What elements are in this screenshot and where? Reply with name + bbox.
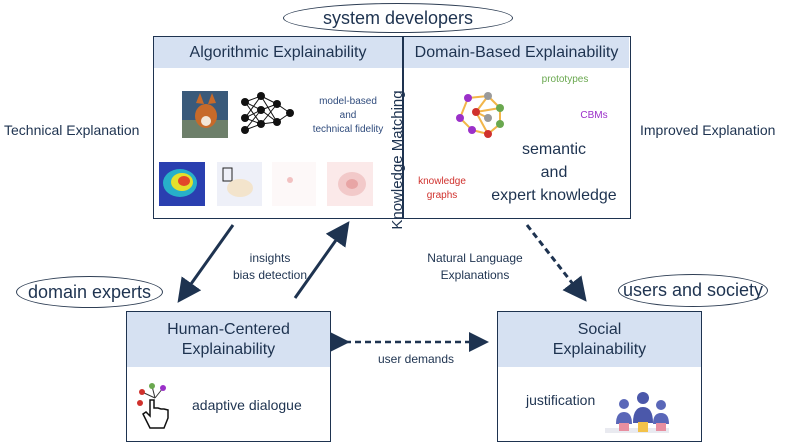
- knowledge-graphs-line2: graphs: [426, 190, 458, 201]
- down-left-arrow: [177, 224, 235, 303]
- attribution-map-icon: [217, 162, 373, 206]
- hand-pointer-icon: [137, 383, 169, 429]
- technical-explanation-label: Technical Explanation: [4, 122, 140, 138]
- explainability-top-box: Algorithmic Explainability Domain-Based …: [153, 36, 631, 230]
- insights-label: insights bias detection: [215, 250, 325, 284]
- social-title-line1: Social: [577, 320, 622, 338]
- human-centered-title-line2: Explainability: [181, 340, 276, 358]
- knowledge-graphs-line1: knowledge: [418, 176, 466, 187]
- improved-explanation-label: Improved Explanation: [640, 122, 776, 138]
- domain-based-explainability-header: Domain-Based Explainability: [404, 37, 629, 68]
- human-centered-title-line1: Human-Centered: [167, 320, 290, 338]
- bias-detection-text: bias detection: [232, 268, 308, 282]
- natural-language-dashed-arrow: [525, 224, 587, 302]
- semantic-line1: semantic: [521, 141, 587, 158]
- user-demands-label: user demands: [377, 352, 455, 366]
- users-and-society-label: users and society: [622, 280, 764, 300]
- insights-text: insights: [249, 251, 291, 265]
- social-header: Social Explainability: [498, 312, 701, 367]
- heatmap-icon: [159, 162, 205, 206]
- model-based-line1: model-based: [319, 96, 377, 107]
- justification-label: justification: [526, 392, 596, 408]
- algorithmic-explainability-title: Algorithmic Explainability: [189, 43, 367, 61]
- domain-based-explainability-title: Domain-Based Explainability: [414, 43, 619, 61]
- semantic-line3: expert knowledge: [491, 187, 617, 204]
- cbms-label: CBMs: [580, 110, 608, 121]
- adaptive-dialogue-label: adaptive dialogue: [192, 397, 302, 413]
- algorithmic-explainability-header: Algorithmic Explainability: [154, 37, 402, 68]
- natural-language-line2: Explanations: [440, 268, 510, 282]
- neural-network-icon: [241, 92, 294, 134]
- users-and-society-oval: users and society: [618, 274, 768, 307]
- human-centered-box: Human-Centered Explainability adaptive d…: [126, 311, 331, 442]
- prototypes-label: prototypes: [541, 74, 589, 85]
- model-based-text: model-based and technical fidelity: [298, 95, 398, 137]
- graph-network-icon: [456, 92, 504, 138]
- knowledge-matching-divider: [402, 37, 404, 218]
- semantic-line2: and: [540, 164, 568, 181]
- social-title-line2: Explainability: [552, 340, 647, 358]
- system-developers-label: system developers: [322, 7, 474, 28]
- people-group-icon: [605, 392, 669, 433]
- domain-experts-label: domain experts: [27, 281, 152, 302]
- knowledge-graphs-label: knowledge graphs: [410, 175, 474, 203]
- natural-language-line1: Natural Language: [427, 251, 523, 265]
- fox-image-icon: [182, 91, 228, 138]
- semantic-expert-knowledge-text: semantic and expert knowledge: [484, 138, 624, 207]
- model-based-line3: technical fidelity: [312, 124, 384, 135]
- natural-language-label: Natural Language Explanations: [405, 250, 545, 284]
- social-box: Social Explainability justification: [497, 311, 702, 442]
- domain-experts-oval: domain experts: [16, 276, 163, 308]
- system-developers-oval: system developers: [283, 3, 513, 33]
- model-based-line2: and: [339, 110, 357, 121]
- up-right-arrow: [293, 221, 350, 299]
- human-centered-header: Human-Centered Explainability: [127, 312, 330, 367]
